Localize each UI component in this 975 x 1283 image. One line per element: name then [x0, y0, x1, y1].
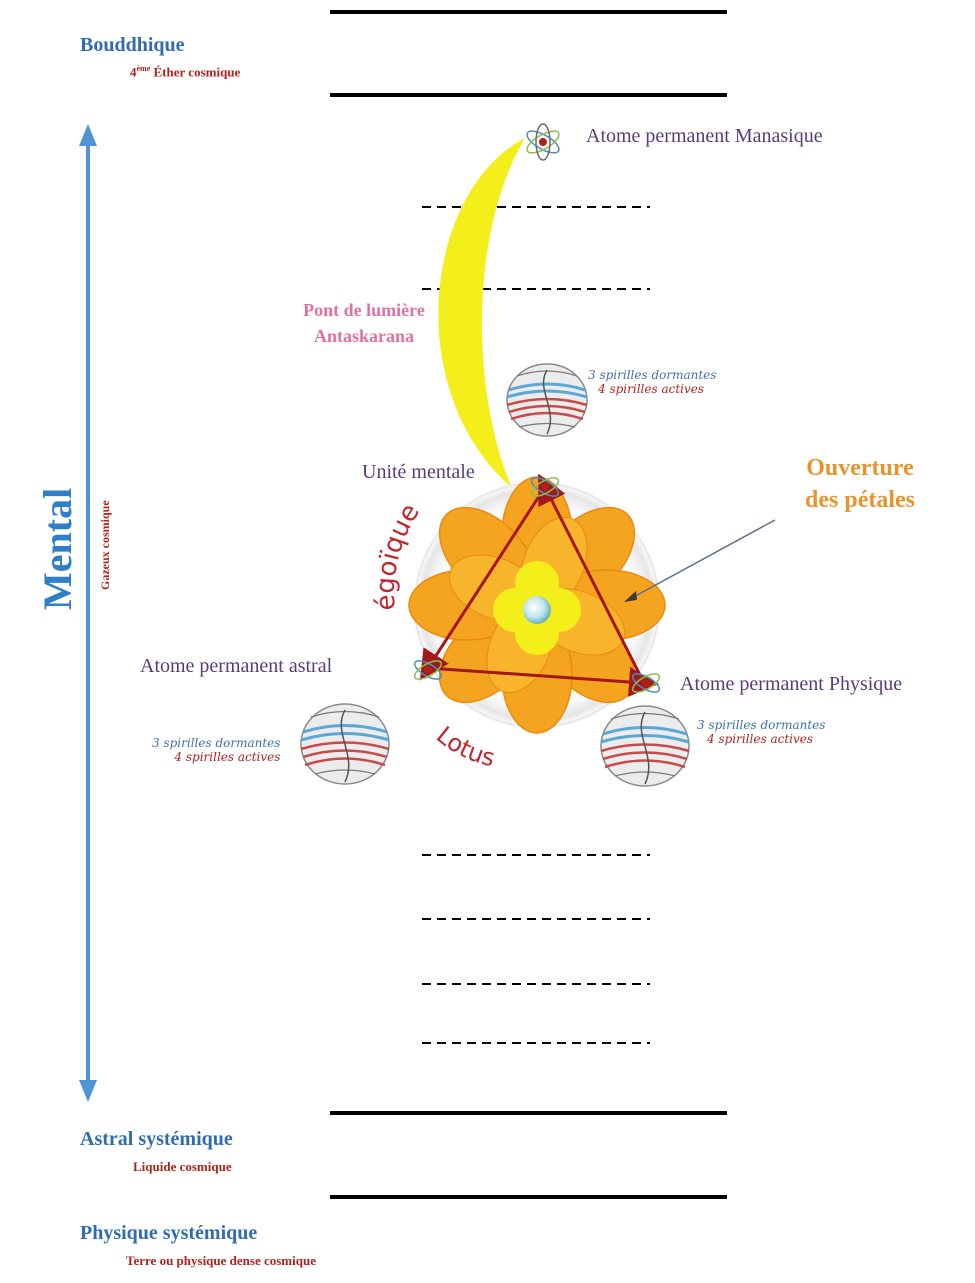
pont-line-1: Pont de lumière: [272, 297, 456, 323]
plane-title-physique: Physique systémique: [80, 1222, 257, 1245]
plane-title-bouddhique: Bouddhique: [80, 34, 185, 57]
label-atome-physique: Atome permanent Physique: [680, 673, 902, 696]
plane-sub-mental: Gazeux cosmique: [98, 500, 113, 590]
spirilles-actives-astral: 4 spirilles actives: [152, 750, 280, 764]
ether-superscript: ème: [137, 64, 151, 73]
plane-sub-astral: Liquide cosmique: [133, 1159, 232, 1175]
spirilles-actives-mental: 4 spirilles actives: [588, 382, 716, 396]
label-ouverture-petales: Ouverture des pétales: [780, 452, 940, 516]
spirille-sphere-icon-astral: [301, 704, 389, 784]
lotus-jewel: [523, 596, 551, 624]
ouverture-line-1: Ouverture: [780, 452, 940, 484]
plane-sub-bouddhique: 4ème Éther cosmique: [130, 64, 240, 80]
spirille-sphere-icon-physique: [601, 706, 689, 786]
plane-title-mental: Mental: [34, 488, 81, 610]
plane-sub-physique: Terre ou physique dense cosmique: [126, 1253, 316, 1269]
plane-title-astral: Astral systémique: [80, 1128, 233, 1151]
spirilles-note-astral: 3 spirilles dormantes 4 spirilles active…: [152, 736, 280, 764]
spirilles-dormantes-mental: 3 spirilles dormantes: [588, 368, 716, 382]
spirille-sphere-icon-mental: [507, 364, 587, 436]
atom-icon-manasique: [524, 124, 562, 160]
spirilles-dormantes-physique: 3 spirilles dormantes: [697, 718, 825, 732]
ouverture-line-2: des pétales: [780, 484, 940, 516]
spirilles-actives-physique: 4 spirilles actives: [697, 732, 825, 746]
spirilles-dormantes-astral: 3 spirilles dormantes: [152, 736, 280, 750]
spirilles-note-physique: 3 spirilles dormantes 4 spirilles active…: [697, 718, 825, 746]
ether-text: Éther cosmique: [150, 64, 240, 79]
spirilles-note-mental: 3 spirilles dormantes 4 spirilles active…: [588, 368, 716, 396]
pont-line-2: Antaskarana: [272, 323, 456, 349]
lotus-curved-label: Lotus: [431, 721, 498, 772]
mental-vertical-arrow: [79, 124, 97, 1102]
label-unite-mentale: Unité mentale: [362, 461, 475, 484]
egoic-lotus: [409, 477, 665, 733]
label-atome-astral: Atome permanent astral: [140, 655, 332, 678]
label-atome-manasique: Atome permanent Manasique: [586, 125, 823, 148]
label-pont-de-lumiere: Pont de lumière Antaskarana: [272, 297, 456, 349]
